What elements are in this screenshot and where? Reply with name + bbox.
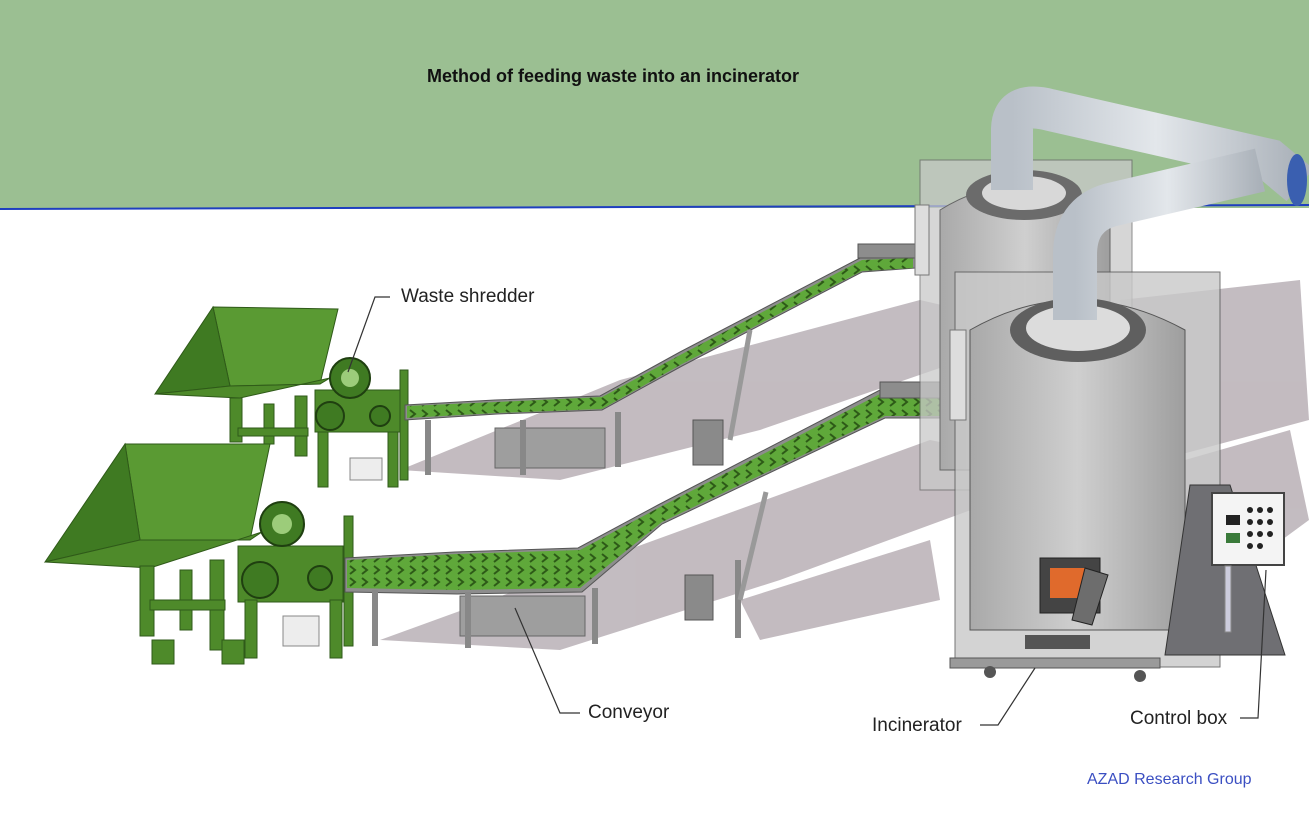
conveyor-leader [514,607,580,714]
back-conveyor [404,243,919,475]
incinerator-door [1039,557,1109,626]
shredder-leader [347,296,390,373]
control-box-label: Control box [1130,708,1228,729]
waste-shredder-label: Waste shredder [401,286,535,307]
callout-lines [347,296,1267,726]
diagram-title: Method of feeding waste into an incinera… [427,66,800,86]
credit-text: AZAD Research Group [1087,771,1252,788]
front-exhaust-pipe [1053,148,1265,320]
front-incinerator [949,271,1221,682]
back-hopper [153,305,339,457]
back-shredder [314,357,409,488]
conveyor-label: Conveyor [588,702,670,723]
incinerator-label: Incinerator [872,715,962,736]
control-box-leader [1240,569,1267,719]
control-box-unit [1211,492,1285,633]
incinerator-leader [980,667,1036,726]
back-exhaust-pipe [991,86,1309,206]
front-hopper [43,442,271,665]
